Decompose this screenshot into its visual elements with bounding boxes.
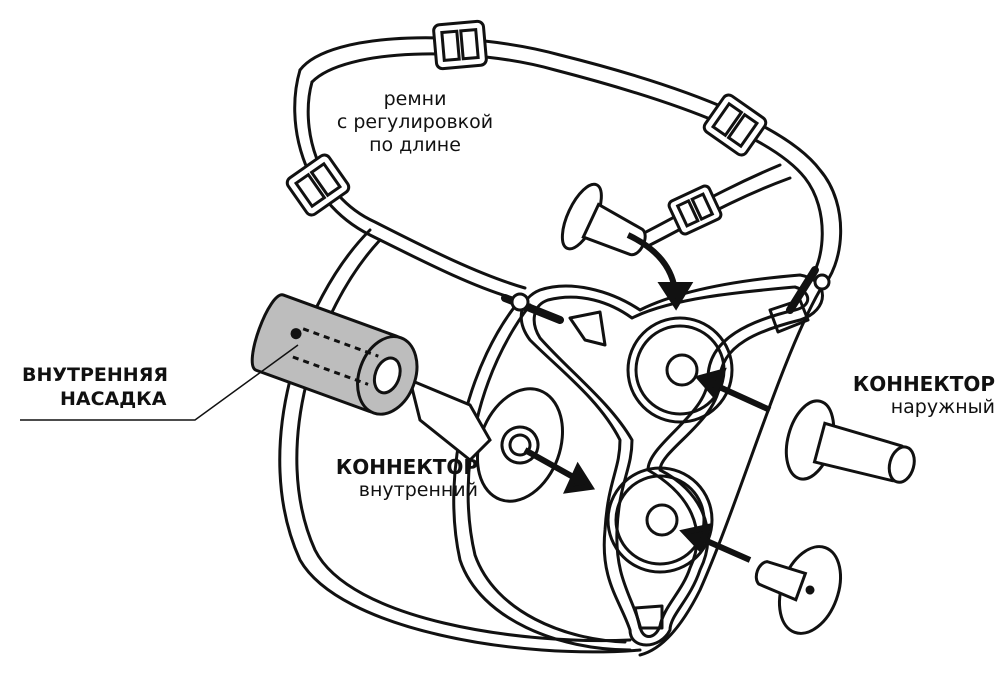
outer-connector-title: КОННЕКТОР bbox=[852, 372, 995, 396]
outer-connector-subtitle: наружный bbox=[890, 396, 995, 418]
top-plug bbox=[560, 182, 647, 257]
inner-sleeve bbox=[250, 293, 419, 416]
waist-strap bbox=[298, 36, 843, 292]
outer-connector-label: КОННЕКТОР наружный bbox=[830, 372, 995, 419]
inner-connector-subtitle: внутренний bbox=[358, 479, 478, 501]
inner-connector-label: КОННЕКТОР внутренний bbox=[300, 455, 478, 502]
inner-connector-title: КОННЕКТОР bbox=[335, 455, 478, 479]
small-plug bbox=[754, 545, 842, 635]
straps-label-line: с регулировкой bbox=[336, 110, 494, 133]
arrows bbox=[523, 232, 772, 563]
lower-ring bbox=[606, 466, 714, 574]
straps-label-line: ремни bbox=[383, 88, 447, 110]
straps-label-line: по длине bbox=[369, 133, 461, 156]
outer-connector-plug bbox=[784, 399, 916, 484]
straps-label: ремни с регулировкой по длине bbox=[310, 88, 520, 156]
inner-connector-stem bbox=[407, 377, 492, 463]
upper-ring bbox=[626, 316, 734, 424]
inner-sleeve-label-line: ВНУТРЕННЯЯ bbox=[22, 364, 168, 386]
buckles bbox=[285, 19, 768, 236]
inner-sleeve-label-line: НАСАДКА bbox=[60, 387, 167, 410]
inner-sleeve-label: ВНУТРЕННЯЯ НАСАДКА bbox=[22, 364, 168, 412]
leader-line bbox=[20, 344, 299, 421]
